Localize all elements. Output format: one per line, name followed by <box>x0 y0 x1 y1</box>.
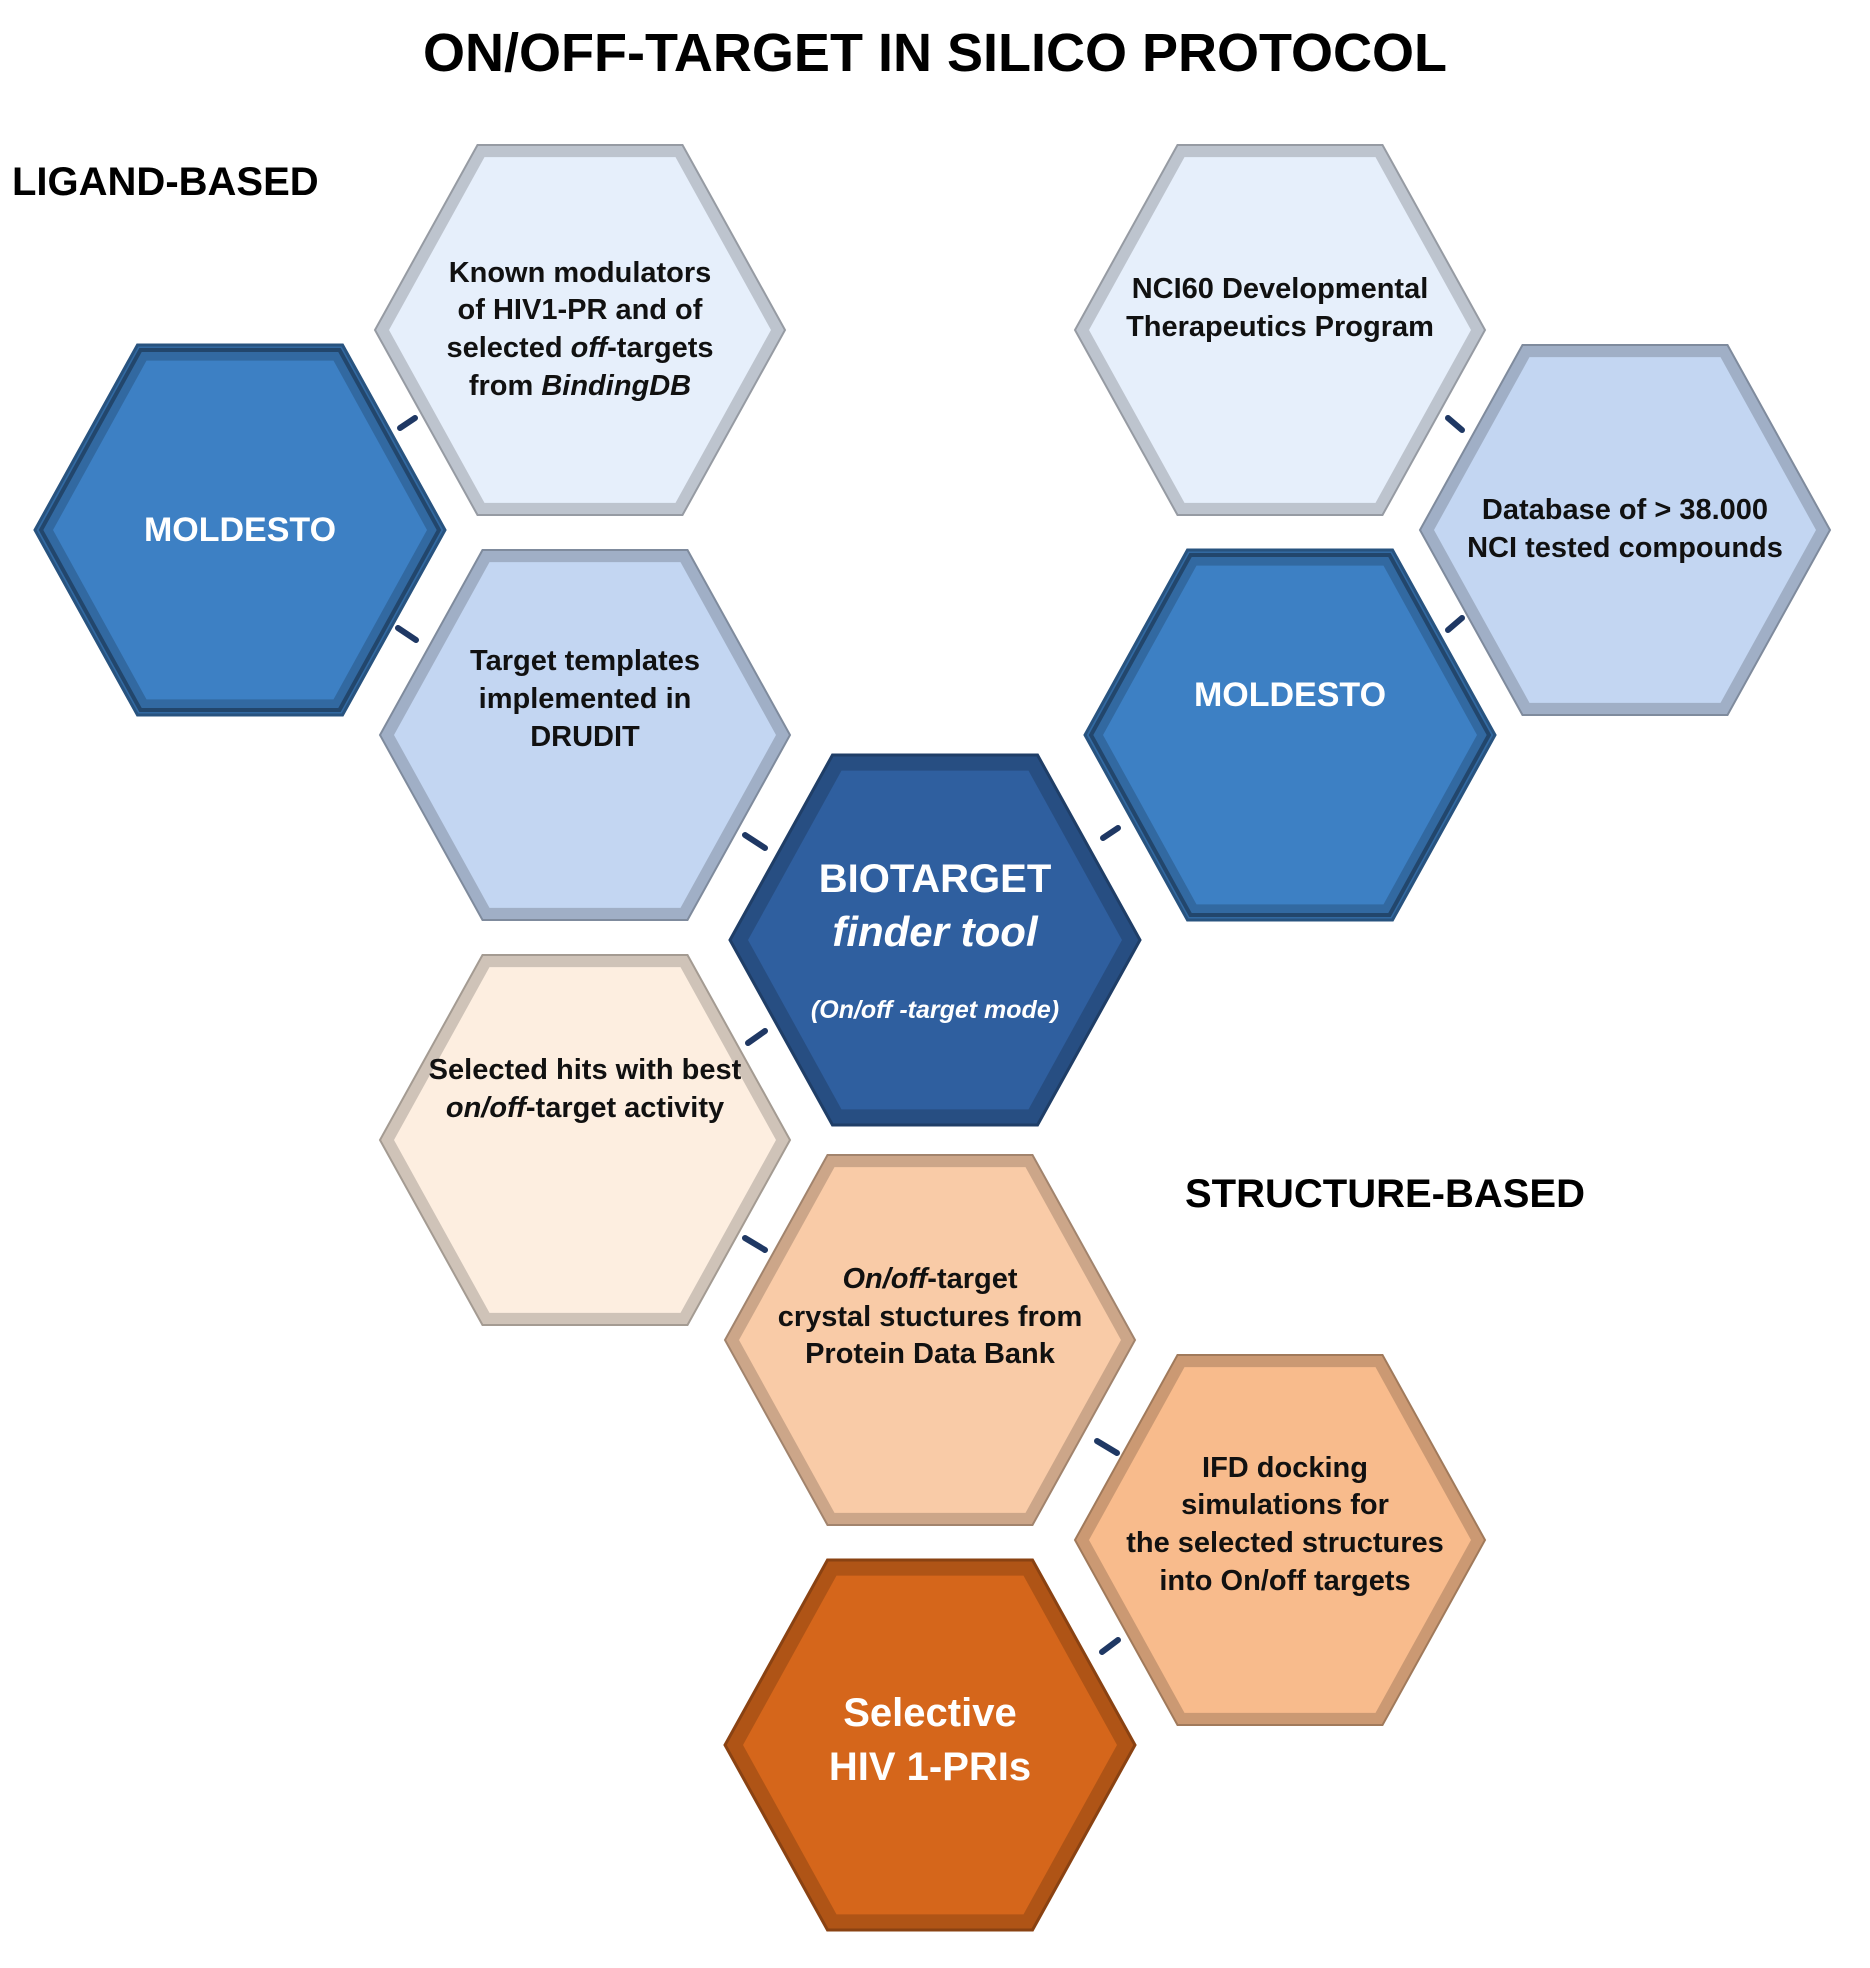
connector-7 <box>745 1028 768 1046</box>
crystal-line-2: crystal stuctures from <box>777 1300 1083 1333</box>
target-templates-hex-face <box>394 562 776 908</box>
connector-10 <box>1099 1637 1121 1655</box>
nci60-hex <box>1073 144 1487 516</box>
selective-pris-line-1: Selective <box>843 1691 1017 1735</box>
biotarget-hex <box>728 753 1142 1127</box>
crystal-structures-node: On/off-target crystal stuctures from Pro… <box>725 1170 1135 1510</box>
selective-pris-hex <box>723 1558 1137 1932</box>
target-templates-line-1: Target templates <box>470 645 700 678</box>
connector-6 <box>1100 825 1121 841</box>
selected-hits-hex <box>378 954 792 1326</box>
moldesto-left-hex-ring <box>38 348 442 712</box>
crystal-line-3: Protein Data Bank <box>805 1338 1055 1371</box>
connector-8 <box>742 1235 768 1253</box>
selective-pris-node: Selective HIV 1-PRIs <box>725 1570 1135 1910</box>
ifd-line-3: the selected structures <box>1126 1527 1444 1559</box>
structure-based-label: STRUCTURE-BASED <box>1185 1172 1585 1216</box>
ifd-docking-node: IFD docking simulations for the selected… <box>1075 1370 1495 1710</box>
biotarget-mode: (On/off -target mode) <box>810 996 1060 1025</box>
biotarget-title: BIOTARGET <box>818 857 1052 902</box>
target-templates-node: Target templates implemented in DRUDIT <box>385 565 785 905</box>
nci60-node: NCI60 Developmental Therapeutics Program <box>1075 160 1485 500</box>
ifd-docking-hex-face <box>1089 1367 1471 1713</box>
crystal-line-1a: On/off <box>842 1262 928 1295</box>
selected-hits-node: Selected hits with best on/off-target ac… <box>380 970 790 1310</box>
ligand-based-label: LIGAND-BASED <box>12 160 319 204</box>
nci-database-line-1: Database of > 38.000 <box>1481 494 1769 527</box>
diagram-title: ON/OFF-TARGET IN SILICO PROTOCOL <box>423 23 1447 83</box>
connector-3 <box>1445 415 1465 433</box>
ifd-line-2: simulations for <box>1181 1489 1389 1522</box>
crystal-structures-hex <box>723 1154 1137 1526</box>
biotarget-hex-face <box>748 770 1122 1110</box>
crystal-structures-hex-face <box>739 1167 1121 1513</box>
ifd-line-1: IFD docking <box>1202 1451 1368 1484</box>
nci-database-hex-face <box>1434 357 1816 703</box>
selected-hits-hex-face <box>394 967 776 1313</box>
connectors <box>395 415 1465 1655</box>
target-templates-hex <box>378 549 792 921</box>
biotarget-subtitle: finder tool <box>832 908 1038 956</box>
moldesto-right-hex-ring <box>1088 553 1492 917</box>
connector-9 <box>1094 1438 1120 1456</box>
known-modulators-line-3a: selected <box>446 332 571 364</box>
known-modulators-line-4b: BindingDB <box>541 369 692 402</box>
selective-pris-hex-face <box>743 1575 1117 1915</box>
moldesto-left-label: MOLDESTO <box>143 510 337 549</box>
biotarget-node: BIOTARGET finder tool (On/off -target mo… <box>725 770 1145 1110</box>
connector-2 <box>395 625 419 643</box>
nci60-hex-face <box>1089 157 1471 503</box>
target-templates-line-2: implemented in <box>478 683 692 716</box>
moldesto-right-label: MOLDESTO <box>1193 675 1387 714</box>
moldesto-left-hex <box>33 343 447 717</box>
known-modulators-hex-face <box>389 157 771 503</box>
connector-5 <box>742 832 768 851</box>
ifd-docking-hex <box>1073 1354 1487 1726</box>
nci-database-node: Database of > 38.000 NCI tested compound… <box>1420 360 1830 700</box>
known-modulators-line-3c: -targets <box>607 332 714 364</box>
nci-database-hex <box>1418 344 1832 716</box>
moldesto-left-hex-face <box>53 360 427 700</box>
moldesto-right-node: MOLDESTO <box>1085 565 1495 905</box>
target-templates-line-3: DRUDIT <box>530 720 640 753</box>
nci60-line-2: Therapeutics Program <box>1126 311 1434 343</box>
known-modulators-line-2: of HIV1-PR and of <box>457 294 703 327</box>
crystal-line-1b: -target <box>927 1262 1018 1295</box>
ifd-line-4: into On/off targets <box>1159 1564 1411 1597</box>
known-modulators-line-3b: off <box>570 332 608 364</box>
known-modulators-line-1: Known modulators <box>448 256 712 289</box>
connector-1 <box>397 415 418 431</box>
moldesto-right-hex <box>1083 548 1497 922</box>
nci60-line-1: NCI60 Developmental <box>1131 273 1429 306</box>
connector-4 <box>1445 615 1465 633</box>
nci-database-line-2: NCI tested compounds <box>1467 532 1783 564</box>
selected-hits-line-2a: on/off <box>445 1092 526 1124</box>
moldesto-right-hex-face <box>1103 565 1477 905</box>
moldesto-left-node: MOLDESTO <box>40 360 440 700</box>
selected-hits-line-1: Selected hits with best <box>428 1054 742 1087</box>
known-modulators-hex <box>373 144 787 516</box>
selective-pris-line-2: HIV 1-PRIs <box>828 1745 1032 1789</box>
known-modulators-node: Known modulators of HIV1-PR and of selec… <box>380 160 780 500</box>
selected-hits-line-2b: -target activity <box>525 1092 725 1124</box>
known-modulators-line-4a: from <box>468 369 542 402</box>
hexagons <box>33 144 1832 1932</box>
